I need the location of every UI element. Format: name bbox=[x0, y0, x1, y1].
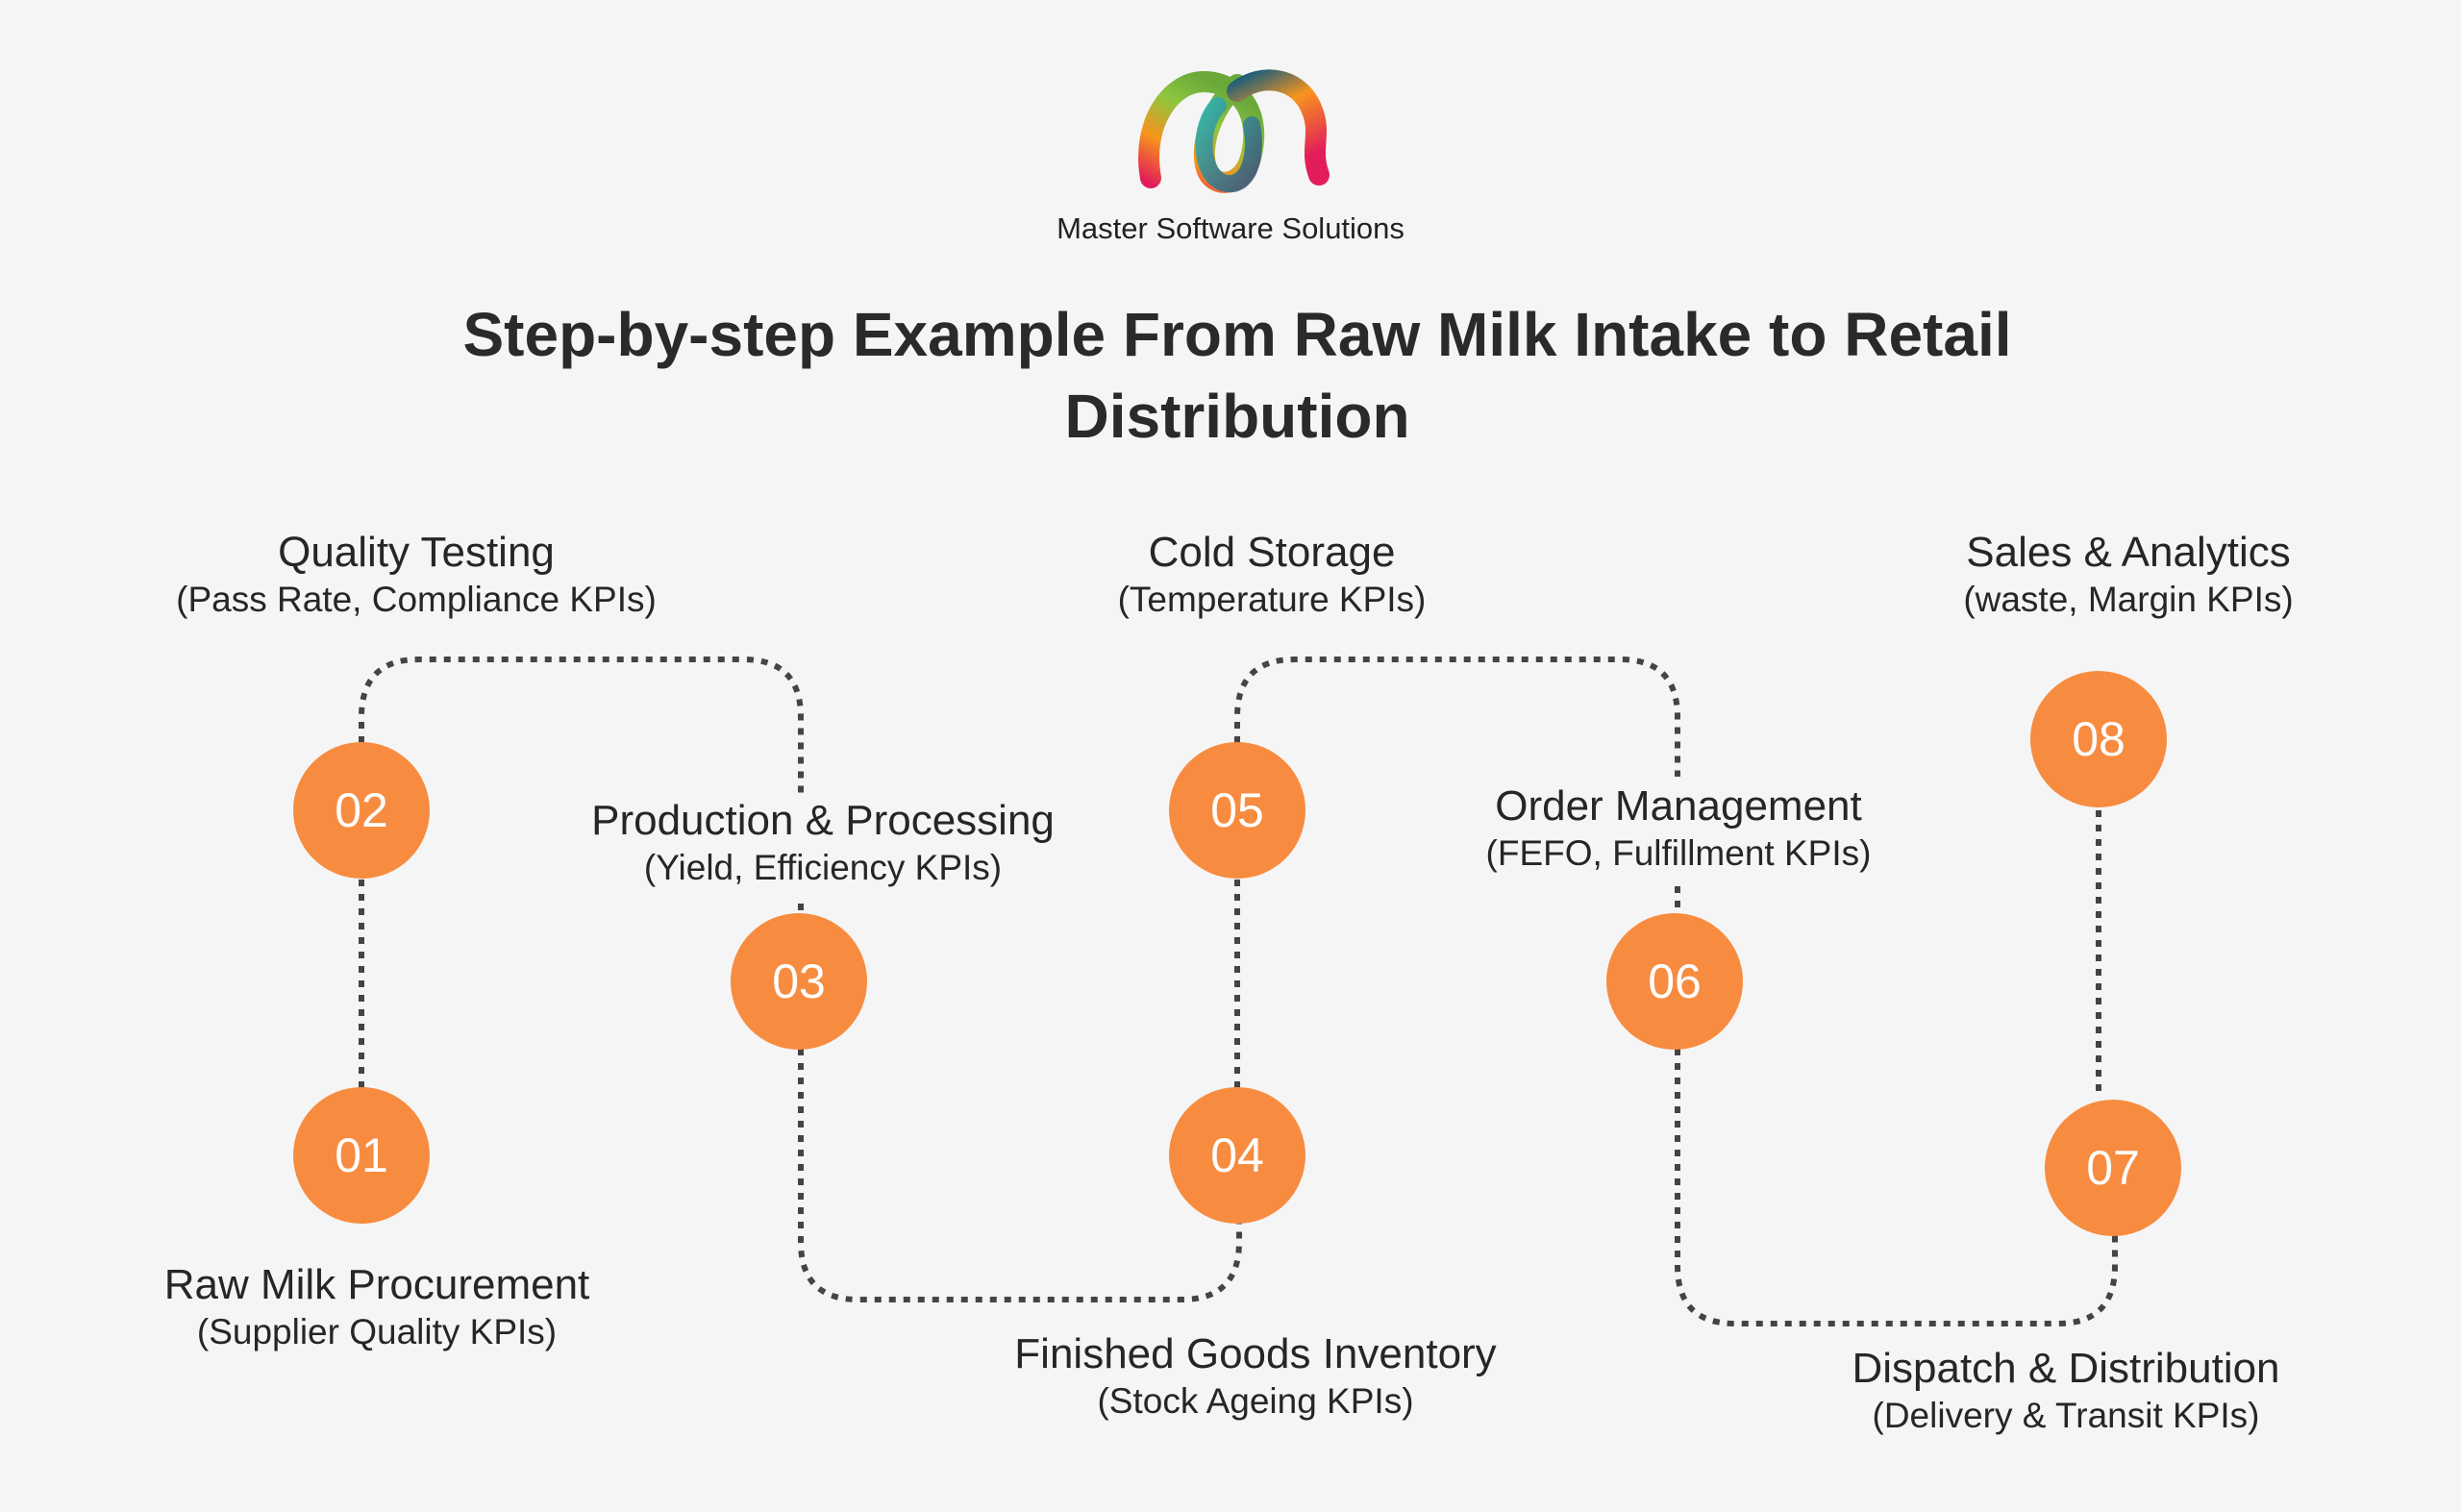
step-03-title: Production & Processing bbox=[591, 797, 1055, 844]
step-02-circle: 02 bbox=[293, 742, 430, 879]
step-03-subtitle: (Yield, Efficiency KPIs) bbox=[643, 848, 1003, 887]
step-01-title: Raw Milk Procurement bbox=[163, 1261, 590, 1308]
connector-02-03 bbox=[359, 657, 804, 800]
step-04-subtitle: (Stock Ageing KPIs) bbox=[1097, 1381, 1414, 1421]
step-05-subtitle: (Temperature KPIs) bbox=[1117, 580, 1427, 619]
step-07-circle: 07 bbox=[2045, 1100, 2181, 1236]
step-03-circle: 03 bbox=[731, 913, 867, 1050]
connector-03-04 bbox=[798, 1049, 1242, 1302]
step-07-title: Dispatch & Distribution bbox=[1852, 1345, 2280, 1392]
step-05-title: Cold Storage bbox=[1148, 529, 1396, 576]
page-title-line2: Distribution bbox=[1064, 382, 1410, 451]
step-06-title: Order Management bbox=[1495, 782, 1862, 830]
brand-logo bbox=[1138, 69, 1330, 193]
step-06-subtitle: (FEFO, Fulfillment KPIs) bbox=[1485, 833, 1872, 873]
page-title-line1: Step-by-step Example From Raw Milk Intak… bbox=[462, 300, 2012, 369]
step-08-subtitle: (waste, Margin KPIs) bbox=[1963, 580, 2294, 619]
step-01-subtitle: (Supplier Quality KPIs) bbox=[196, 1312, 558, 1351]
brand-name: Master Software Solutions bbox=[1056, 211, 1405, 245]
step-02-title: Quality Testing bbox=[278, 529, 555, 576]
step-02-subtitle: (Pass Rate, Compliance KPIs) bbox=[176, 580, 657, 619]
step-08-circle: 08 bbox=[2030, 671, 2167, 807]
step-08-title: Sales & Analytics bbox=[1966, 529, 2291, 576]
step-07-subtitle: (Delivery & Transit KPIs) bbox=[1872, 1396, 2260, 1435]
step-04-circle: 04 bbox=[1169, 1087, 1305, 1224]
step-04-title: Finished Goods Inventory bbox=[1014, 1330, 1497, 1377]
step-01-circle: 01 bbox=[293, 1087, 430, 1224]
step-05-circle: 05 bbox=[1169, 742, 1305, 879]
step-06-circle: 06 bbox=[1606, 913, 1743, 1050]
connector-05-06 bbox=[1234, 657, 1680, 777]
